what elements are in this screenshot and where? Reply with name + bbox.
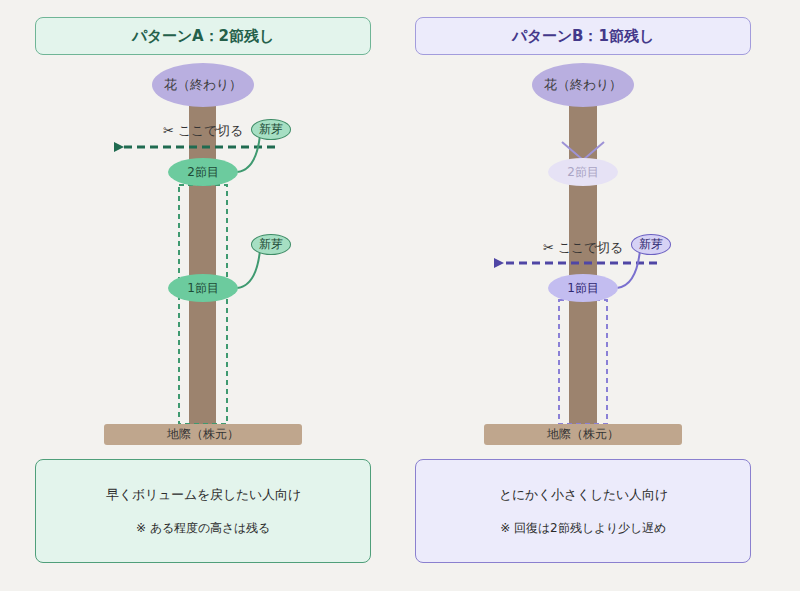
cut-label: ✂ ここで切る [543,239,623,257]
node-text: 2節目 [567,164,599,181]
cut-line [502,262,657,265]
bud-ellipse: 新芽 [251,119,291,140]
node-text: 1節目 [567,280,599,297]
node-text: とにかく小さくしたい人向け [499,486,668,504]
node-text: 早くボリュームを戻したい人向け [106,486,301,504]
title-box: パターンA：2節残し [35,17,371,55]
node-text: パターンB：1節残し [512,27,654,46]
ground-band: 地際（株元） [484,424,682,445]
node-text: 1節目 [187,280,219,297]
node-text: 新芽 [259,236,283,253]
node-text: パターンA：2節残し [132,27,274,46]
cut-label: ✂ ここで切る [163,122,243,140]
cut-line [122,146,275,149]
leader-line [237,137,260,172]
remain-bracket [179,185,227,424]
bud-ellipse: 新芽 [251,234,291,255]
ground-band: 地際（株元） [104,424,302,445]
note-box: とにかく小さくしたい人向け ※ 回復は2節残しより少し遅め [415,459,751,563]
note-box: 早くボリュームを戻したい人向け ※ ある程度の高さは残る [35,459,371,563]
node-ellipse: 1節目 [548,274,618,302]
leader-line [617,252,640,288]
node-text: ※ ある程度の高さは残る [136,520,270,537]
leader-line [237,252,260,288]
bud-ellipse: 新芽 [631,234,671,255]
remain-bracket [559,300,607,424]
title-box: パターンB：1節残し [415,17,751,55]
flower-ellipse: 花（終わり） [152,63,254,107]
node-text: 花（終わり） [544,76,622,94]
node-text: 地際（株元） [547,426,619,443]
flower-ellipse: 花（終わり） [532,63,634,107]
node-text: 新芽 [259,121,283,138]
node-text: 花（終わり） [164,76,242,94]
node-ellipse: 1節目 [168,274,238,302]
node-ellipse: 2節目 [168,158,238,186]
node-ellipse-faded: 2節目 [548,158,618,186]
node-text: 地際（株元） [167,426,239,443]
node-text: 2節目 [187,164,219,181]
node-text: 新芽 [639,236,663,253]
node-text: ※ 回復は2節残しより少し遅め [500,520,666,537]
